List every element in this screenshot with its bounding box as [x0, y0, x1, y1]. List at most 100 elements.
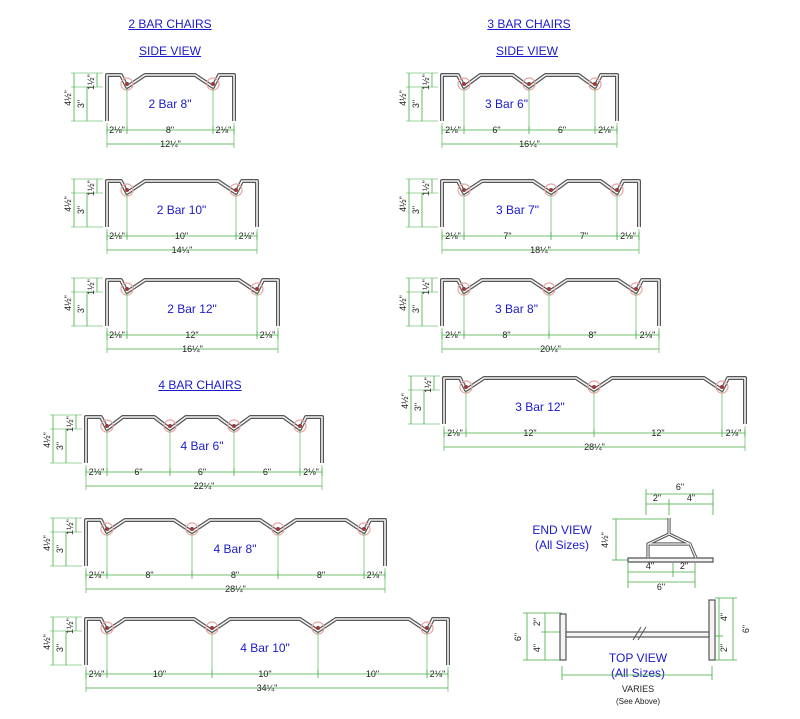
spacing-label: 2⅛"	[367, 570, 383, 580]
spacing-label: 2⅛"	[109, 231, 125, 241]
top-view-right-overall: 6"	[741, 625, 751, 633]
spacing-label: 6"	[558, 125, 566, 135]
height-upper: 1½"	[65, 618, 75, 634]
bar-dot	[125, 82, 129, 86]
bar-dot	[125, 287, 129, 291]
top-view-caption: TOP VIEW (All Sizes)	[609, 651, 667, 681]
end-view-top-left: 2"	[653, 493, 661, 503]
chair-wire	[440, 278, 661, 326]
height-lower: 3"	[55, 545, 65, 553]
spacing-label: 6"	[263, 467, 271, 477]
spacing-label: 8"	[145, 570, 153, 580]
spacing-label: 2⅛"	[726, 428, 742, 438]
spacing-label: 10"	[258, 669, 271, 679]
heading-side-view-left: SIDE VIEW	[138, 44, 202, 58]
chair-wire	[442, 376, 747, 424]
chair-10: 4½"1½"3"2⅛"10"10"10"2⅛"34¼"4 Bar 10"	[42, 616, 450, 693]
chair-wire	[440, 73, 619, 121]
end-view-subtitle: (All Sizes)	[534, 538, 589, 552]
height-overall: 4½"	[63, 90, 73, 106]
height-lower: 3"	[55, 442, 65, 450]
top-view-length-note: (See Above)	[616, 697, 660, 706]
overall-length: 34¼"	[257, 683, 278, 693]
spacing-label: 8"	[502, 330, 510, 340]
height-overall: 4½"	[42, 634, 52, 650]
chair-7: 4½"1½"3"2⅛"12"12"2⅛"28¼"3 Bar 12"	[400, 375, 747, 452]
height-upper: 1½"	[86, 180, 96, 196]
overall-length: 16¼"	[182, 344, 203, 354]
height-upper: 1½"	[421, 279, 431, 295]
spacing-label: 8"	[166, 125, 174, 135]
chair-label: 2 Bar 12"	[167, 302, 217, 316]
end-view-drawing: 6" 2" 4" 4" 2" 6" 4½"	[600, 482, 714, 592]
chair-5: 4½"1½"3"2⅛"7"7"2⅛"18¼"3 Bar 7"	[398, 178, 641, 255]
top-view-drawing: 6" 2" 4" 4" 2" 6" VARIES (See Above)	[513, 597, 751, 706]
end-view-bottom-overall: 6"	[657, 582, 665, 592]
spacing-label: 2⅛"	[109, 330, 125, 340]
spacing-label: 2⅛"	[303, 467, 319, 477]
spacing-label: 2⅛"	[598, 125, 614, 135]
end-view-height: 4½"	[600, 532, 610, 548]
bar-dot	[634, 287, 638, 291]
chair-3: 4½"1½"3"2⅛"12"2⅛"16¼"2 Bar 12"	[63, 277, 280, 354]
height-lower: 3"	[76, 305, 86, 313]
height-overall: 4½"	[398, 196, 408, 212]
bar-dot	[593, 82, 597, 86]
bar-dot	[125, 188, 129, 192]
height-upper: 1½"	[65, 519, 75, 535]
bar-dot	[720, 385, 724, 389]
bar-dot	[105, 527, 109, 531]
bar-dot	[615, 188, 619, 192]
chair-9: 4½"1½"3"2⅛"8"8"8"2⅛"28¼"4 Bar 8"	[42, 517, 387, 594]
spacing-label: 10"	[366, 669, 379, 679]
spacing-label: 2⅛"	[260, 330, 276, 340]
bar-dot	[425, 626, 429, 630]
height-overall: 4½"	[63, 196, 73, 212]
spacing-label: 10"	[153, 669, 166, 679]
top-view-left-overall: 6"	[513, 633, 523, 641]
chair-label: 2 Bar 8"	[149, 97, 192, 111]
height-overall: 4½"	[400, 393, 410, 409]
height-lower: 3"	[55, 644, 65, 652]
chair-1: 4½"1½"3"2⅛"8"2⅛"12¼"2 Bar 8"	[63, 72, 236, 149]
spacing-label: 8"	[588, 330, 596, 340]
bar-dot	[168, 424, 172, 428]
heading-side-view-right: SIDE VIEW	[495, 44, 559, 58]
top-view-title: TOP VIEW	[608, 651, 668, 665]
overall-length: 12¼"	[160, 139, 181, 149]
bar-dot	[462, 82, 466, 86]
height-lower: 3"	[411, 206, 421, 214]
spacing-label: 7"	[580, 231, 588, 241]
chair-4: 4½"1½"3"2⅛"6"6"2⅛"16¼"3 Bar 6"	[398, 72, 619, 149]
heading-2-bar-chairs: 2 BAR CHAIRS	[128, 17, 212, 31]
height-overall: 4½"	[63, 295, 73, 311]
bar-dot	[462, 287, 466, 291]
height-overall: 4½"	[42, 432, 52, 448]
spacing-label: 2⅛"	[620, 231, 636, 241]
bar-dot	[527, 82, 531, 86]
spacing-label: 6"	[134, 467, 142, 477]
bar-dot	[298, 424, 302, 428]
height-overall: 4½"	[398, 90, 408, 106]
spacing-label: 12"	[523, 428, 536, 438]
chair-label: 3 Bar 8"	[495, 302, 538, 316]
chair-label: 3 Bar 7"	[496, 203, 539, 217]
bar-dot	[316, 626, 320, 630]
top-view-right-bottom: 2"	[719, 644, 729, 652]
spacing-label: 2⅛"	[89, 669, 105, 679]
spacing-label: 6"	[198, 467, 206, 477]
height-lower: 3"	[76, 206, 86, 214]
spacing-label: 10"	[175, 231, 188, 241]
bar-dot	[105, 626, 109, 630]
overall-length: 28¼"	[584, 442, 605, 452]
spacing-label: 2⅛"	[216, 125, 232, 135]
bar-dot	[232, 424, 236, 428]
overall-length: 22¼"	[194, 481, 215, 491]
height-upper: 1½"	[65, 416, 75, 432]
end-view-caption: END VIEW (All Sizes)	[532, 523, 591, 553]
end-view-top-overall: 6"	[676, 482, 684, 492]
heading-4-bar-chairs: 4 BAR CHAIRS	[158, 378, 242, 392]
spacing-label: 2⅛"	[447, 428, 463, 438]
overall-length: 14¼"	[172, 245, 193, 255]
